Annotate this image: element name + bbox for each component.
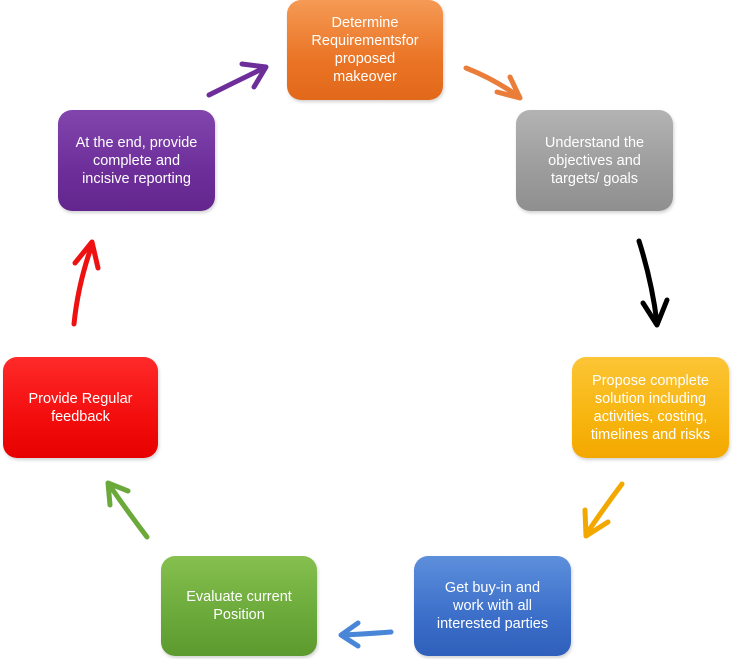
- step-final-reporting-label: At the end, provide complete and incisiv…: [75, 134, 198, 187]
- arrow-determine-to-understand: [463, 65, 523, 101]
- step-provide-feedback-label: Provide Regular feedback: [28, 390, 133, 425]
- arrow-reporting-to-determine: [206, 61, 269, 98]
- step-evaluate-position-label: Evaluate current Position: [186, 589, 292, 623]
- step-get-buy-in: Get buy-in and work with all interested …: [414, 556, 571, 656]
- step-get-buy-in-label: Get buy-in and work with all interested …: [436, 580, 549, 632]
- arrow-evaluate-to-feedback: [105, 480, 150, 540]
- step-evaluate-position: Evaluate current Position: [161, 556, 317, 656]
- arrow-buyin-to-evaluate: [338, 620, 394, 649]
- step-determine-requirements-label: Determine Requirementsfor proposed makeo…: [311, 15, 419, 85]
- step-propose-solution: Propose complete solution including acti…: [572, 357, 729, 458]
- step-propose-solution-label: Propose complete solution including acti…: [590, 372, 711, 443]
- arrow-propose-to-buyin: [582, 481, 625, 539]
- step-determine-requirements: Determine Requirementsfor proposed makeo…: [287, 0, 443, 100]
- step-final-reporting: At the end, provide complete and incisiv…: [58, 110, 215, 211]
- step-understand-objectives: Understand the objectives and targets/ g…: [516, 110, 673, 211]
- step-understand-objectives-label: Understand the objectives and targets/ g…: [544, 134, 645, 187]
- arrow-understand-to-propose: [636, 238, 670, 328]
- step-provide-feedback: Provide Regular feedback: [3, 357, 158, 458]
- arrow-feedback-to-reporting: [71, 239, 101, 327]
